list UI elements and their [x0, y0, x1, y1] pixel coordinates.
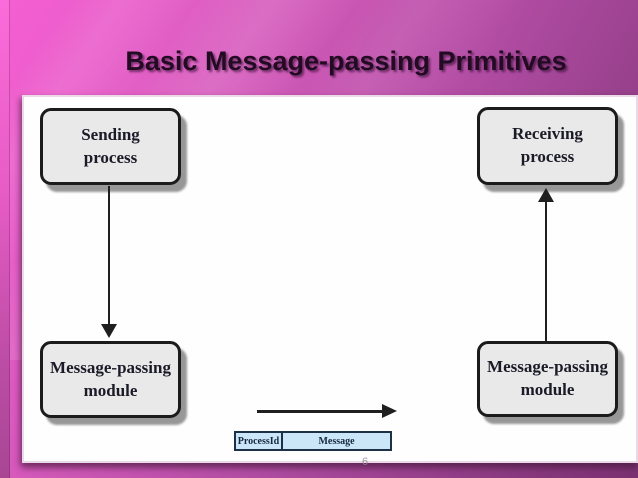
arrow-send-to-module-line [108, 186, 110, 326]
arrow-network-transfer-line [257, 410, 384, 413]
arrow-network-transfer-head-icon [382, 404, 397, 418]
left-accent-strip [0, 0, 10, 478]
message-passing-module-right-box: Message-passing module [477, 341, 618, 417]
sending-process-box: Sending process [40, 108, 181, 185]
message-frame-processid-cell: ProcessId [236, 433, 283, 449]
slide-title: Basic Message-passing Primitives [125, 46, 567, 76]
message-frame: ProcessId Message [234, 431, 392, 451]
receiving-process-box: Receiving process [477, 107, 618, 185]
message-passing-module-left-box: Message-passing module [40, 341, 181, 418]
arrow-module-to-receive-line [545, 200, 547, 341]
arrow-module-to-receive-head-icon [538, 188, 554, 202]
arrow-send-to-module-head-icon [101, 324, 117, 338]
message-frame-message-cell: Message [318, 435, 355, 447]
page-number: 6 [362, 456, 369, 468]
